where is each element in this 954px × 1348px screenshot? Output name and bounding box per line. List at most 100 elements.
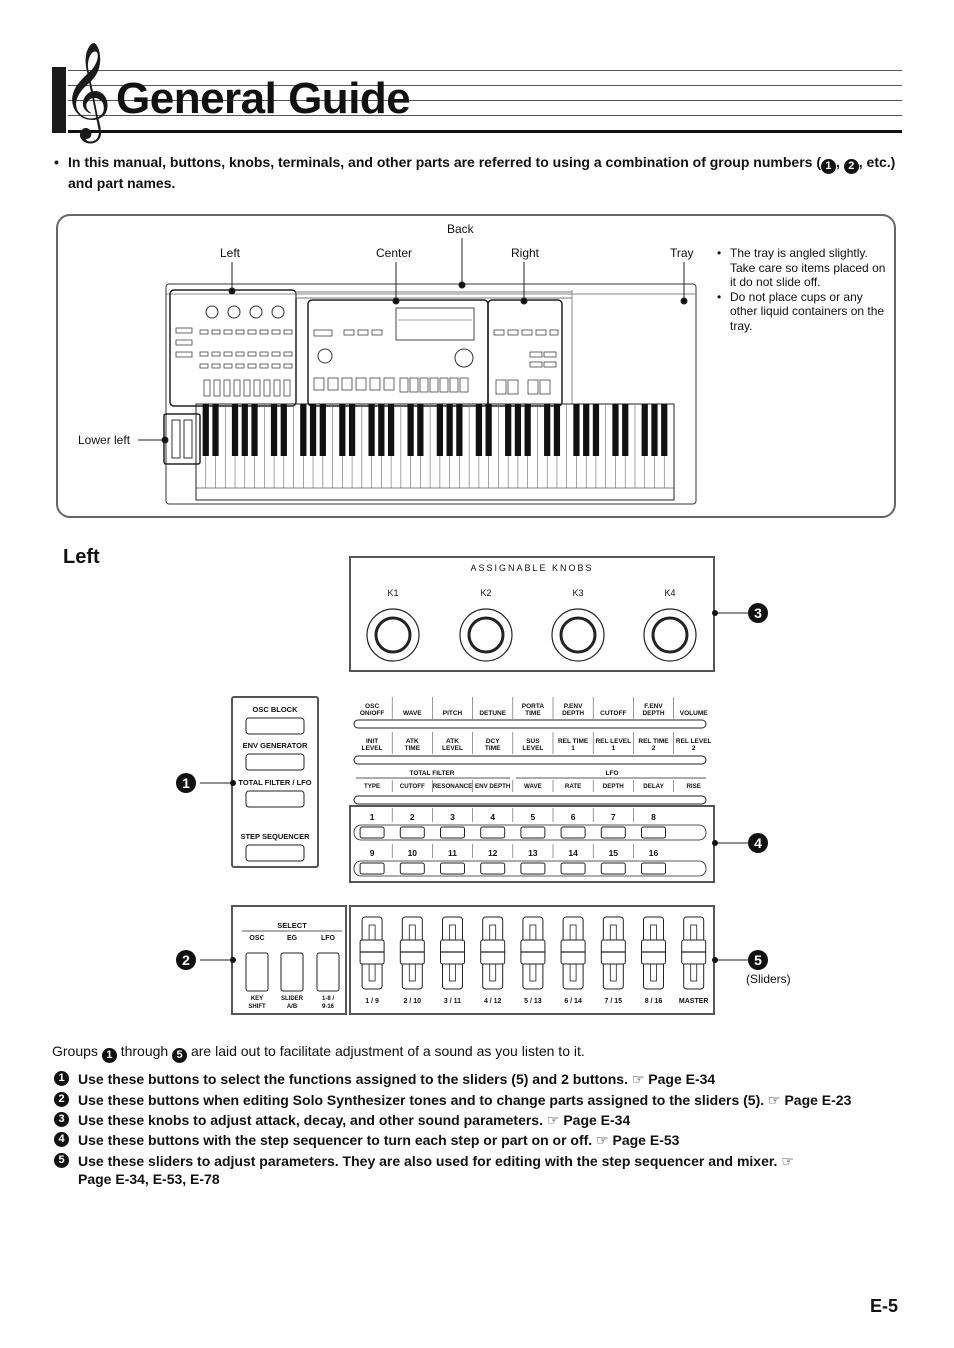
group-number-5: 5 — [172, 1048, 188, 1063]
select-sub-label: 9-16 — [322, 1004, 335, 1010]
env-led-bar — [353, 755, 707, 765]
param-label: OSC — [365, 703, 379, 710]
select-label: OSC — [249, 935, 264, 942]
step-button — [600, 826, 626, 839]
black-key — [456, 404, 463, 456]
step-number: 16 — [649, 848, 659, 858]
black-key — [231, 404, 239, 456]
keyboard-overview-panel — [56, 214, 896, 518]
black-key — [319, 404, 326, 456]
step-number: 3 — [450, 812, 455, 822]
label-left: Left — [220, 246, 241, 260]
param-label: DCY — [486, 738, 500, 745]
black-key — [378, 404, 385, 456]
black-key — [485, 404, 492, 456]
step-number: 11 — [448, 848, 457, 858]
black-key — [553, 404, 561, 456]
step-button — [359, 826, 385, 839]
param-label: 1 — [571, 745, 575, 752]
param-label: ON/OFF — [360, 710, 385, 717]
black-key — [202, 404, 209, 456]
select-sub-label: SHIFT — [248, 1004, 266, 1010]
staff-line — [68, 85, 902, 86]
knob-label: K2 — [480, 588, 491, 598]
param-label: VOLUME — [680, 710, 708, 717]
param-label: TIME — [405, 745, 421, 752]
param-label: ATK — [446, 738, 459, 745]
filter-led-bar — [353, 795, 707, 805]
slider-label: 6 / 14 — [564, 998, 582, 1005]
knob-label: K3 — [572, 588, 583, 598]
step-button — [480, 862, 506, 875]
page-title: General Guide — [116, 74, 411, 123]
step-number: 1 — [370, 812, 375, 822]
black-key — [309, 404, 317, 456]
step-button — [480, 826, 506, 839]
staff-line — [68, 70, 902, 71]
tray-note-item: Do not place cups or any other liquid co… — [716, 290, 886, 334]
tray-note-item: The tray is angled slightly. Take care s… — [716, 246, 886, 290]
step-number: 2 — [410, 812, 415, 822]
staff-line — [68, 100, 902, 101]
param-label: PORTA — [522, 703, 545, 710]
knob-outer — [643, 608, 697, 662]
callout-3: 3 — [748, 603, 768, 623]
page-number: E-5 — [870, 1296, 899, 1316]
param-label: PITCH — [443, 710, 463, 717]
step-button — [520, 862, 546, 875]
param-label: DETUNE — [479, 710, 506, 717]
select-label: EG — [287, 935, 298, 942]
callout-5: 5 — [748, 950, 768, 970]
lfo-label: LFO — [606, 770, 619, 777]
black-key — [348, 404, 356, 456]
keyboard-illustration — [138, 238, 697, 505]
black-key — [661, 404, 668, 456]
slider-label: 4 / 12 — [484, 998, 502, 1005]
param-label: WAVE — [524, 783, 542, 790]
select-title: SELECT — [277, 921, 307, 930]
param-label: REL LEVEL — [595, 738, 631, 745]
select-button — [280, 952, 304, 992]
param-label: CUTOFF — [400, 783, 425, 790]
step-number: 10 — [408, 848, 418, 858]
step-button — [520, 826, 546, 839]
slider-label: 5 / 13 — [524, 998, 542, 1005]
slider-label: MASTER — [679, 998, 709, 1005]
black-key — [514, 404, 522, 456]
label-back: Back — [447, 222, 474, 236]
osc-led-bar — [353, 719, 707, 729]
black-key — [241, 404, 248, 456]
block-button — [245, 844, 305, 862]
black-key — [270, 404, 278, 456]
knob-inner — [467, 616, 505, 654]
step-number: 14 — [568, 848, 578, 858]
black-key — [368, 404, 375, 456]
select-sub-label: A/B — [287, 1004, 298, 1010]
param-label: LEVEL — [522, 745, 543, 752]
label-center: Center — [376, 246, 413, 260]
step-number: 12 — [488, 848, 498, 858]
step-number: 6 — [571, 812, 576, 822]
param-label: RISE — [686, 783, 700, 790]
black-key — [475, 404, 483, 456]
black-key — [544, 404, 551, 456]
param-label: ATK — [406, 738, 419, 745]
knob-inner — [559, 616, 597, 654]
param-label: RESONANCE — [433, 783, 473, 790]
select-button — [245, 952, 269, 992]
block-button-label: STEP SEQUENCER — [240, 832, 310, 841]
black-key — [387, 404, 395, 456]
param-label: CUTOFF — [600, 710, 626, 717]
sliders-note: (Sliders) — [746, 972, 791, 986]
black-key — [573, 404, 580, 456]
step-number: 8 — [651, 812, 656, 822]
select-button — [316, 952, 340, 992]
black-key — [641, 404, 648, 456]
slider-label: 2 / 10 — [404, 998, 422, 1005]
